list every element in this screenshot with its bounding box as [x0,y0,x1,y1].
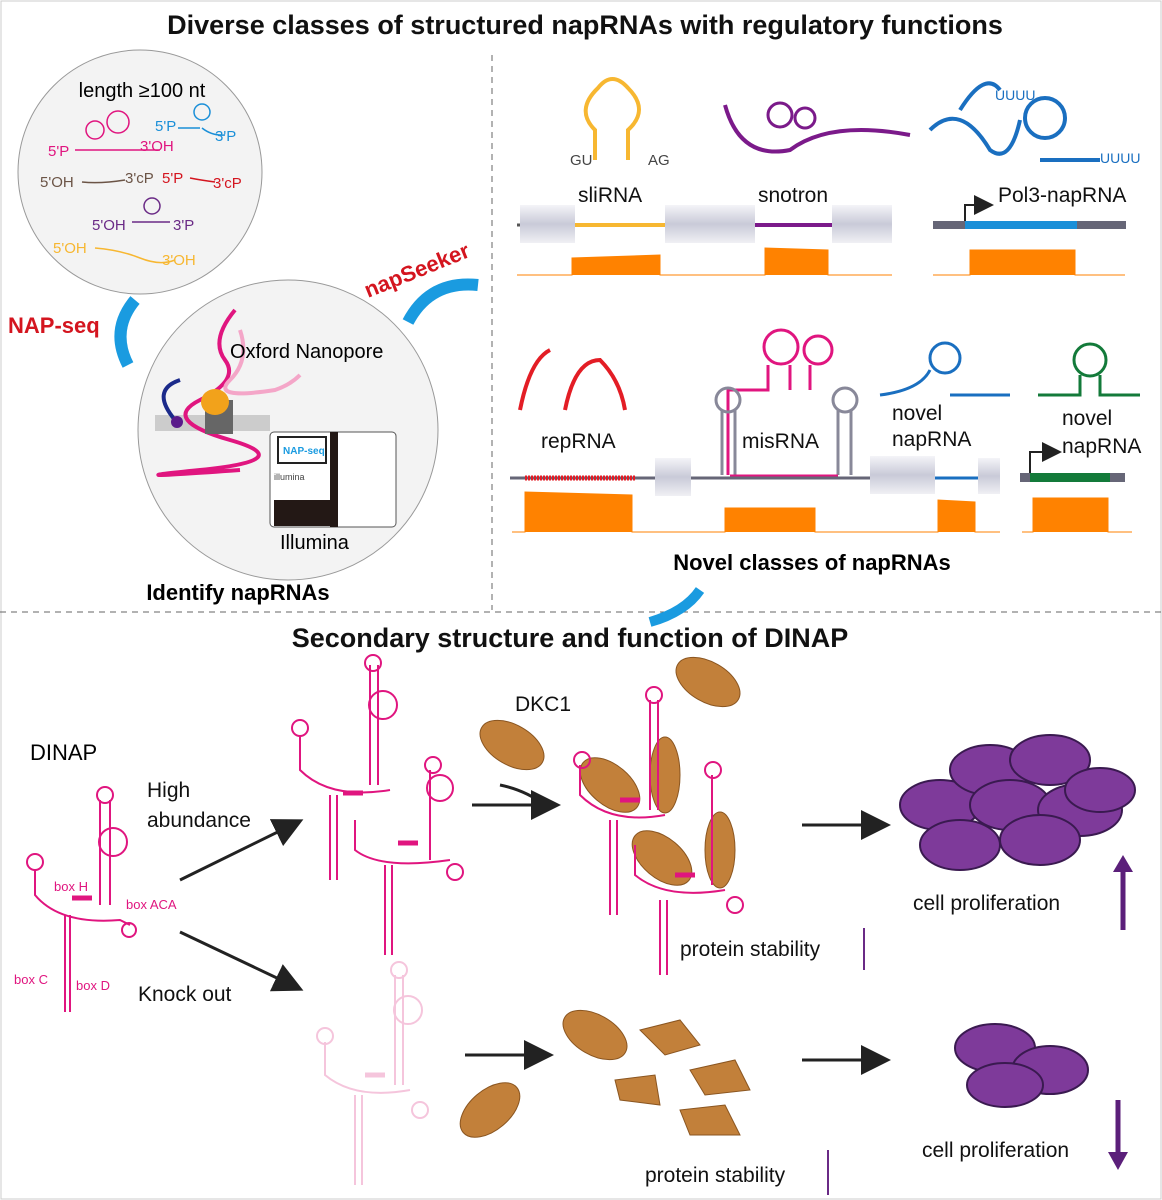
dinap-bound-structures [573,686,744,975]
stability-down-label: protein stability [645,1164,786,1187]
proliferation-up-label: cell proliferation [913,892,1060,915]
novel-classes-caption: Novel classes of napRNAs [673,550,951,575]
brown-5oh: 5'OH [40,174,74,191]
box-aca-label: box ACA [126,897,177,912]
box-c-label: box C [14,972,48,987]
blue-3p: 3'P [215,128,236,145]
red-3cp: 3'cP [213,175,242,192]
purple-5oh: 5'OH [92,217,126,234]
identify-caption: Identify napRNAs [146,580,329,605]
dinap-label: DINAP [30,740,97,765]
sequencing-circle: Oxford Nanopore NAP-seq illumina Illumin… [137,279,439,581]
up-arrowhead-icon [1113,855,1133,872]
yellow-3oh: 3'OH [162,252,196,269]
misrna-label: misRNA [742,430,819,453]
box-d-label: box D [76,978,110,993]
dkc1-proteins [459,656,751,1138]
cell-cluster-large [899,734,1136,871]
stability-up-label: protein stability [680,938,821,961]
dinap-high-structures [291,654,464,955]
pink-5p: 5'P [48,143,69,160]
snotron-label: snotron [758,184,828,207]
brown-3cp: 3'cP [125,170,154,187]
dinap-knockout-structure [316,961,429,1185]
blue-5p: 5'P [155,118,176,135]
down-arrowhead-icon [1108,1152,1128,1170]
red-5p: 5'P [162,170,183,187]
down-left-arrow-icon [648,587,705,627]
uuuu-label-2: UUUU [1100,150,1140,166]
novel-label-2b: napRNA [1062,435,1141,458]
novel-label-1b: napRNA [892,428,971,451]
yellow-5oh: 5'OH [53,240,87,257]
down-arrow-icon [114,296,140,368]
top-class-row: GU AG UUUU UUUU sliRNA snotron Pol3-napR… [517,77,1140,276]
screen-label: NAP-seq [283,446,325,457]
oxford-nanopore-label: Oxford Nanopore [230,341,383,363]
illumina-label: Illumina [280,532,350,554]
bottom-class-row: repRNA misRNA novel napRNA novel napRNA [510,328,1141,533]
cell-cluster-small [954,1023,1089,1108]
high-label-1: High [147,779,190,802]
rna-ends-circle: length ≥100 nt 5'P 3'OH 5'P 3'P 5'OH 3'c… [17,49,263,295]
gu-label: GU [570,152,593,169]
box-h-label: box H [54,879,88,894]
top-title: Diverse classes of structured napRNAs wi… [167,10,1003,40]
high-label-2: abundance [147,809,251,832]
novel-label-2a: novel [1062,407,1112,430]
dinap-structure [26,786,137,1012]
pink-3oh: 3'OH [140,138,174,155]
bottom-title: Secondary structure and function of DINA… [292,623,849,653]
purple-3p: 3'P [173,217,194,234]
slirna-label: sliRNA [578,184,642,207]
arrow-knockout [179,930,304,992]
uuuu-label-1: UUUU [995,87,1035,103]
napseq-label: NAP-seq [8,313,100,338]
arrow-high [179,819,304,882]
length-label: length ≥100 nt [79,80,206,102]
proliferation-down-label: cell proliferation [922,1139,1069,1162]
knockout-label: Knock out [138,983,232,1006]
dkc1-label: DKC1 [515,693,571,716]
right-arrow-icon [402,278,479,325]
machine-brand: illumina [274,472,305,482]
pol3-label: Pol3-napRNA [998,184,1126,207]
ag-label: AG [648,152,670,169]
novel-label-1a: novel [892,402,942,425]
reprna-label: repRNA [541,430,616,453]
